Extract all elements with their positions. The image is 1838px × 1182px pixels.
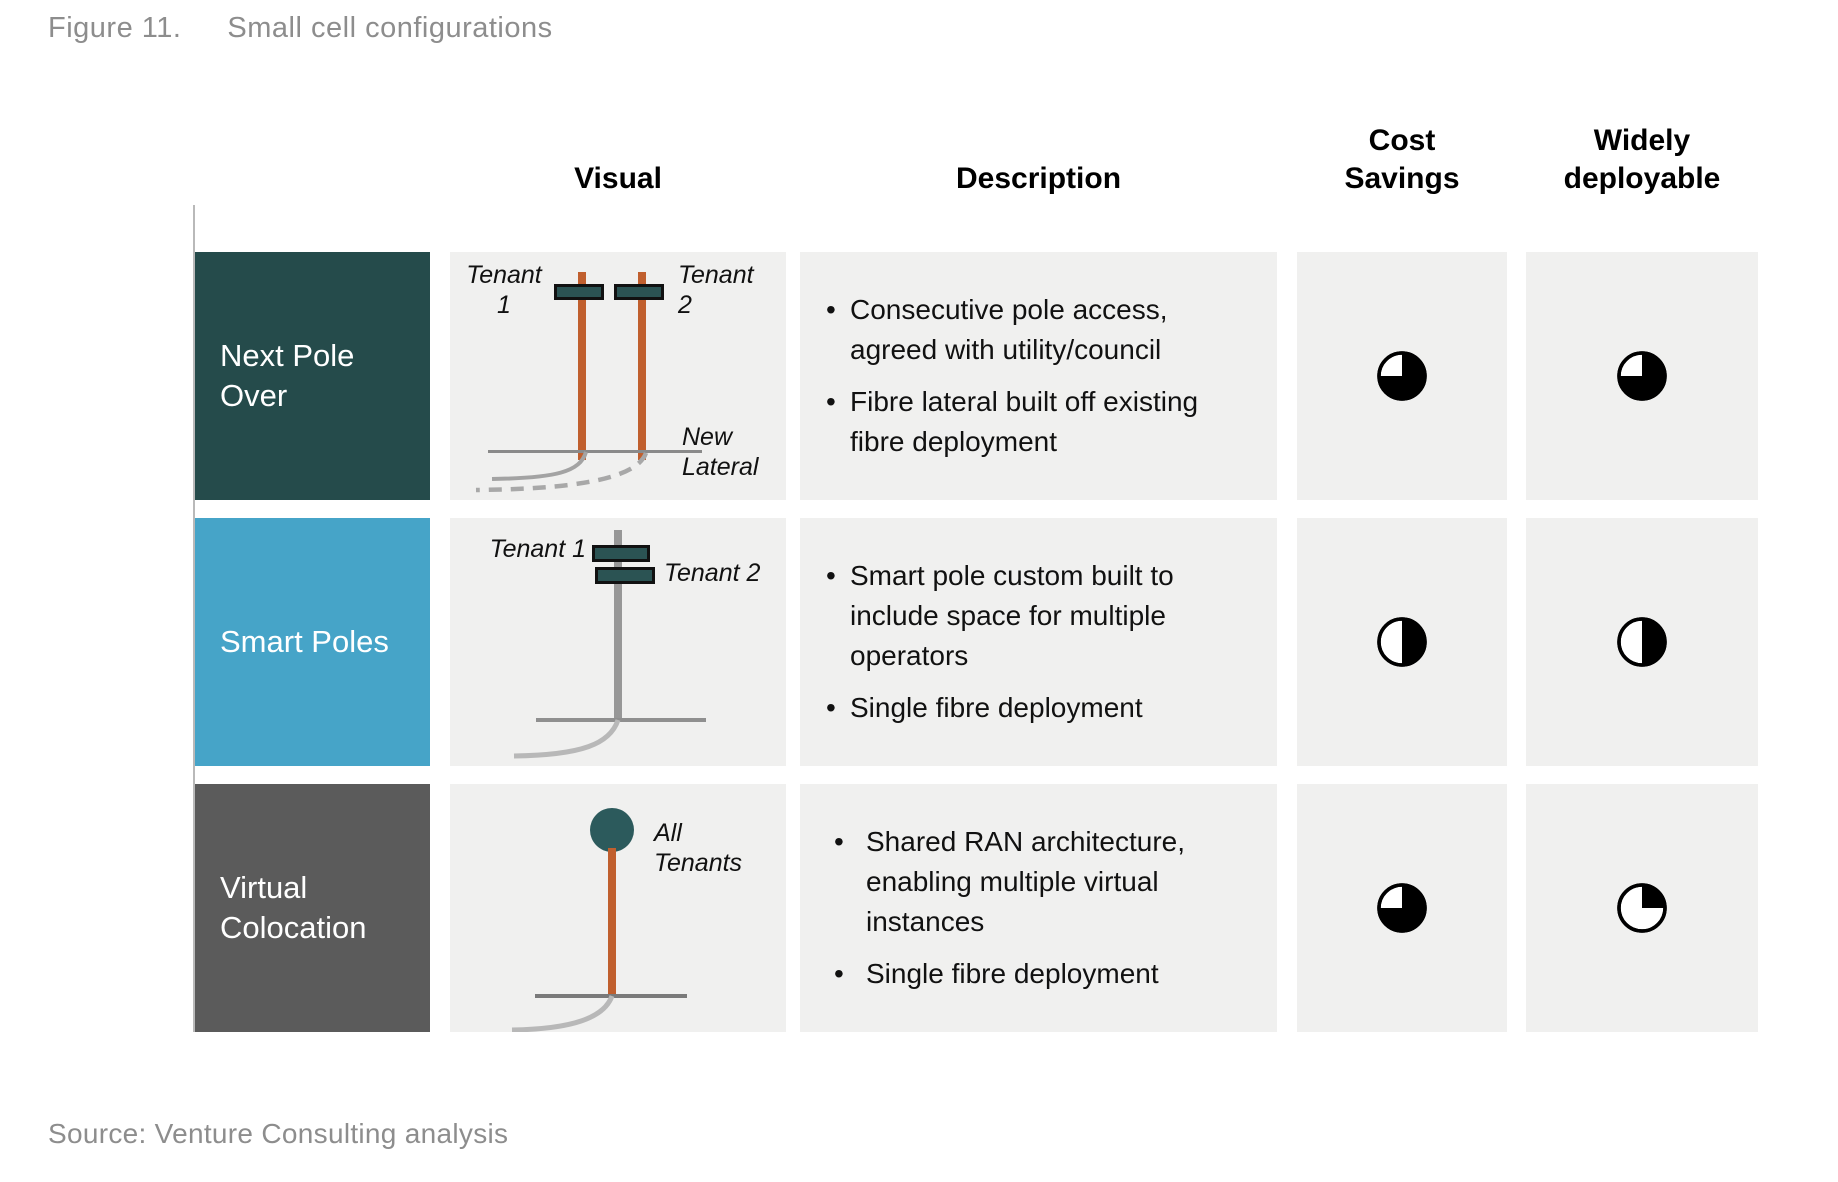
row-label-smart-poles: Smart Poles	[195, 518, 430, 766]
column-header-widely-deployable: Widely deployable	[1563, 124, 1721, 195]
fibre-lateral-curves	[513, 719, 621, 759]
column-header-cost-savings: Cost Savings	[1344, 124, 1460, 195]
description-smart-poles: Smart pole custom built to include space…	[800, 518, 1277, 766]
tenant1-label: Tenant 1	[466, 261, 542, 319]
ground-line	[488, 450, 702, 453]
fibre-lateral-curves	[475, 451, 649, 493]
antenna-icon	[554, 284, 604, 300]
harvey-ball-25-icon	[1616, 882, 1668, 934]
description-bullet: Single fibre deployment	[820, 688, 1269, 728]
ground-line	[536, 718, 706, 722]
tenant2-label: Tenant 2	[678, 261, 754, 319]
new-lateral-dashed-curve	[475, 452, 649, 493]
visual-virtual-colocation: All Tenants	[450, 784, 786, 1032]
tenant1-label: Tenant 1	[489, 535, 586, 563]
harvey-ball-75-icon	[1376, 350, 1428, 402]
description-bullet: Smart pole custom built to include space…	[820, 556, 1269, 676]
antenna-icon	[592, 545, 650, 562]
fibre-lateral-curves	[511, 994, 615, 1032]
harvey-ball-75-icon	[1616, 350, 1668, 402]
existing-lateral-curve	[491, 451, 588, 481]
table-left-rule	[193, 205, 195, 1032]
figure-title: Figure 11. Small cell configurations	[48, 12, 553, 45]
widely-deployable-cell-row1	[1526, 252, 1758, 500]
figure-number: Figure 11.	[48, 12, 182, 44]
description-next-pole-over: Consecutive pole access, agreed with uti…	[800, 252, 1277, 500]
visual-smart-poles: Tenant 1 Tenant 2	[450, 518, 786, 766]
visual-next-pole-over: Tenant 1 Tenant 2 New Lateral	[450, 252, 786, 500]
tenant2-label: Tenant 2	[664, 559, 761, 587]
all-tenants-label: All Tenants	[654, 819, 743, 877]
pole-icon	[614, 530, 622, 722]
description-bullet: Shared RAN architecture, enabling multip…	[820, 822, 1269, 942]
fibre-curve	[511, 994, 615, 1032]
antenna-icon	[595, 567, 655, 584]
description-bullet: Single fibre deployment	[820, 954, 1269, 994]
harvey-ball-50-icon	[1376, 616, 1428, 668]
description-bullet: Consecutive pole access, agreed with uti…	[820, 290, 1269, 370]
antenna-icon	[614, 284, 664, 300]
harvey-ball-50-icon	[1616, 616, 1668, 668]
source-note: Source: Venture Consulting analysis	[48, 1118, 509, 1149]
pole-icon	[638, 272, 646, 460]
antenna-dome-icon	[590, 808, 634, 852]
widely-deployable-cell-row2	[1526, 518, 1758, 766]
row-label-next-pole-over: Next Pole Over	[195, 252, 430, 500]
row-label-virtual-colocation: Virtual Colocation	[195, 784, 430, 1032]
cost-savings-cell-row3	[1297, 784, 1507, 1032]
pole-icon	[578, 272, 586, 460]
fibre-curve	[513, 719, 621, 759]
cost-savings-cell-row2	[1297, 518, 1507, 766]
new-lateral-label: New Lateral	[682, 423, 759, 481]
cost-savings-cell-row1	[1297, 252, 1507, 500]
widely-deployable-cell-row3	[1526, 784, 1758, 1032]
figure-caption: Small cell configurations	[227, 12, 553, 44]
description-virtual-colocation: Shared RAN architecture, enabling multip…	[800, 784, 1277, 1032]
harvey-ball-75-icon	[1376, 882, 1428, 934]
description-bullet: Fibre lateral built off existing fibre d…	[820, 382, 1269, 462]
column-header-visual: Visual	[574, 162, 662, 195]
pole-icon	[608, 848, 616, 996]
column-header-description: Description	[955, 162, 1122, 195]
